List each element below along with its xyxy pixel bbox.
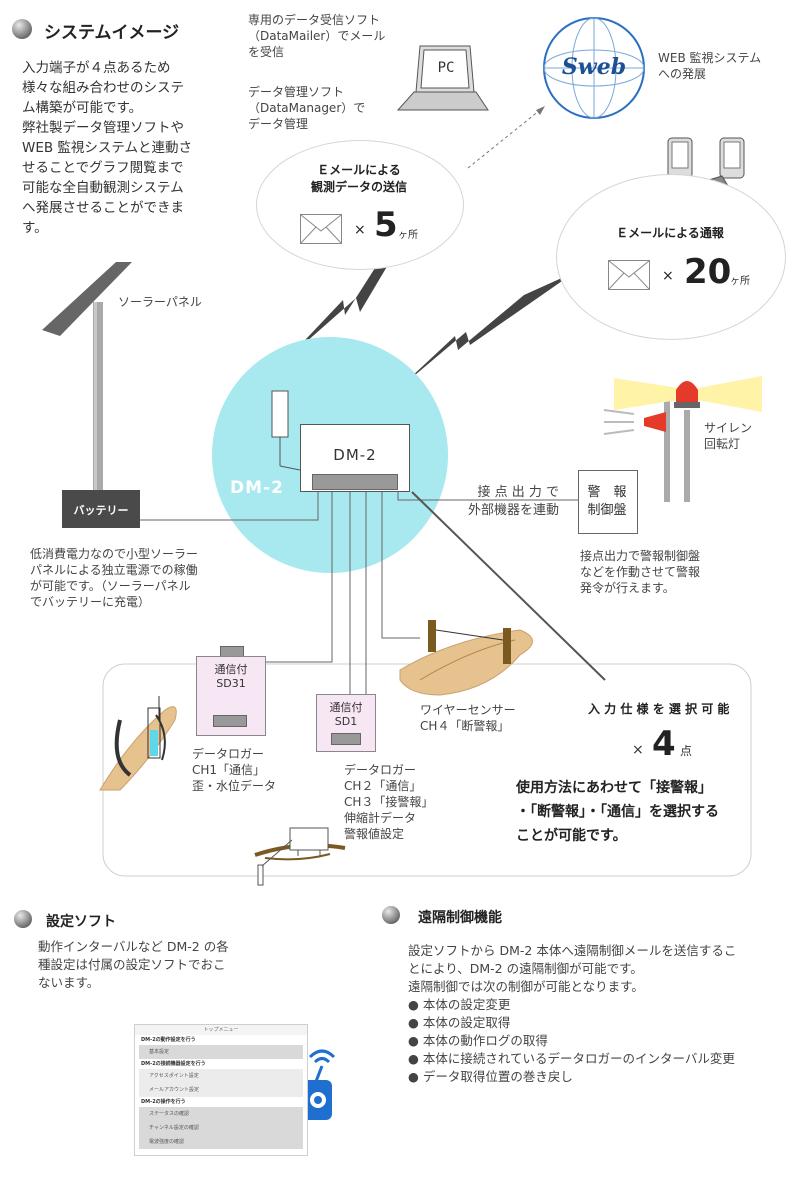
email-alert-unit: ヶ所 [730, 276, 750, 287]
settings-section-3-header: DM-2の操作を行う [141, 1099, 186, 1105]
sd31-description: データロガー CH1「通信」 歪・水位データ [192, 747, 277, 793]
email-data-times: × [354, 222, 366, 238]
contact-output-note: 接点出力で警報制御盤 などを作動させて警報 発令が行えます。 [580, 549, 701, 595]
remote-feature-item: ● 本体の設定取得 [408, 1015, 511, 1030]
settings-row[interactable]: 電波強度の確認 [139, 1135, 303, 1149]
input-spec-unit: 点 [680, 744, 693, 758]
email-alert-times: × [662, 268, 674, 284]
pc-note-datamailer: 専用のデータ受信ソフト （DataMailer）でメール を受信 [248, 13, 386, 59]
sd31-port [213, 715, 247, 727]
alarm-control-panel [578, 470, 638, 534]
setting-description: 動作インターバルなど DM-2 の各 種設定は付属の設定ソフトでおこ ないます。 [38, 939, 229, 990]
settings-row[interactable]: ステータスの確認 [139, 1107, 303, 1121]
dm2-unit-port [312, 474, 398, 490]
wire-sensor-description: ワイヤーセンサー CH４「断警報」 [420, 703, 516, 733]
sweb-logo: Sweb [561, 54, 627, 80]
sd31-tag: 通信付 SD31 [214, 663, 248, 690]
remote-feature-item: ● 本体の動作ログの取得 [408, 1033, 548, 1048]
settings-window-title: トップメニュー [135, 1025, 307, 1035]
input-spec-times: × [632, 742, 644, 758]
settings-section-2-header: DM-2の接続機器設定を行う [141, 1061, 206, 1067]
alarm-control-panel-label: 警 報 制御盤 [587, 485, 627, 518]
pc-screen-text: PC [437, 60, 455, 76]
settings-row[interactable]: メールアカウント設定 [139, 1083, 303, 1097]
email-alert-title: Ｅメールによる通報 [616, 226, 724, 240]
dm2-circle-label: DM-2 [230, 478, 284, 498]
envelope-icon [300, 214, 342, 244]
dm2-unit-label: DM-2 [333, 446, 377, 464]
settings-row[interactable]: 基本設定 [139, 1045, 303, 1059]
email-alert-cloud [556, 174, 786, 340]
battery-label: バッテリー [73, 504, 129, 517]
system-description: 入力端子が４点あるため 様々な組み合わせのシステ ム構築が可能です。 弊社製デー… [22, 60, 193, 236]
sd1-tag: 通信付 SD1 [329, 701, 363, 728]
settings-row[interactable]: アクセスポイント設定 [139, 1069, 303, 1083]
web-monitoring-note: WEB 監視システム への発展 [658, 51, 762, 81]
sd1-description: データロガー CH２「通信」 CH３「接警報」 伸縮計データ 警報値設定 [344, 763, 434, 841]
envelope-icon [608, 260, 650, 290]
section-title-system: システムイメージ [44, 23, 180, 43]
remote-description: 設定ソフトから DM-2 本体へ遠隔制御メールを送信するこ とにより、DM-2 … [408, 943, 737, 994]
section-title-setting: 設定ソフト [46, 914, 116, 930]
sd1-port [331, 733, 361, 745]
settings-software-window: トップメニュー DM-2の動作設定を行う 基本設定 DM-2の接続機器設定を行う… [134, 1024, 308, 1156]
input-spec-count: 4 [652, 724, 676, 764]
input-spec-title: 入 力 仕 様 を 選 択 可 能 [588, 702, 730, 716]
settings-section-1-header: DM-2の動作設定を行う [141, 1037, 196, 1043]
sd31-logger: 通信付 SD31 [196, 656, 266, 736]
section-title-remote: 遠隔制御機能 [418, 910, 502, 926]
remote-feature-item: ● データ取得位置の巻き戻し [408, 1069, 573, 1084]
siren-label: サイレン 回転灯 [704, 421, 753, 451]
battery-box [62, 490, 140, 528]
email-data-unit: ヶ所 [398, 230, 418, 241]
email-alert-count: 20 [684, 252, 732, 292]
section-bullet-icon [14, 910, 32, 928]
email-data-cloud [256, 140, 464, 270]
pc-note-datamanager: データ管理ソフト （DataManager）で データ管理 [248, 85, 366, 131]
section-bullet-icon [12, 19, 32, 39]
solar-panel-label: ソーラーパネル [118, 295, 202, 309]
input-spec-description: 使用方法にあわせて「接警報」 ・「断警報」・「通信」を選択する ことが可能です。 [516, 780, 719, 844]
remote-feature-list: ● 本体の設定変更 ● 本体の設定取得 ● 本体の動作ログの取得 ● 本体に接続… [408, 996, 735, 1086]
settings-row[interactable]: チャンネル設定の確認 [139, 1121, 303, 1135]
email-data-title: Ｅメールによる 観測データの送信 [310, 163, 407, 194]
battery-note: 低消費電力なので小型ソーラー パネルによる独立電源での稼働 が可能です。（ソーラ… [30, 547, 199, 609]
email-data-count: 5 [374, 205, 398, 245]
sd1-logger: 通信付 SD1 [316, 694, 376, 752]
remote-feature-item: ● 本体に接続されているデータロガーのインターバル変更 [408, 1051, 735, 1066]
contact-output-label: 接 点 出 力 で 外部機器を連動 [468, 485, 560, 518]
section-bullet-icon [382, 906, 400, 924]
remote-feature-item: ● 本体の設定変更 [408, 997, 511, 1012]
